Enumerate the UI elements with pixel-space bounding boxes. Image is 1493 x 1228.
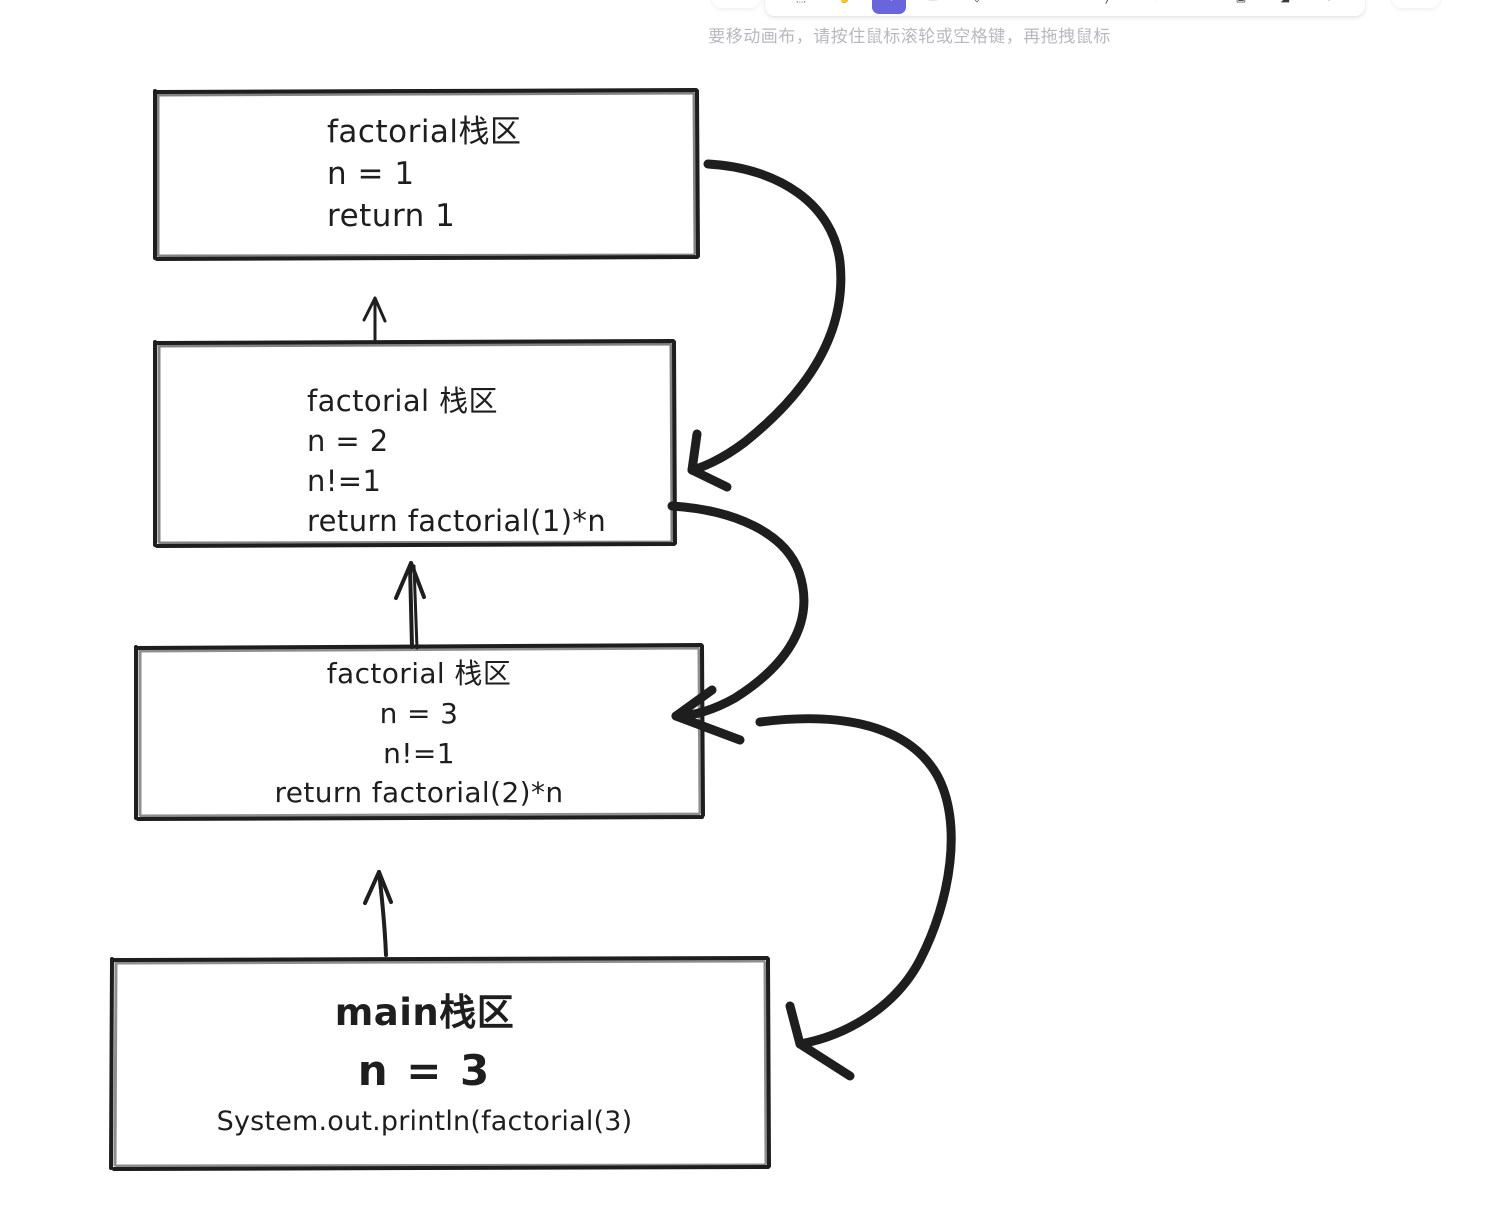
call-arrow-n3-to-n2[interactable] bbox=[394, 561, 426, 650]
menu-panel[interactable] bbox=[712, 0, 760, 8]
library-panel[interactable] bbox=[1392, 0, 1440, 8]
return-arrow-n1-to-n2[interactable] bbox=[687, 159, 846, 492]
tool-palette[interactable]: ⬚ ✋ ↖ ▭ ◇ ○ → ╱ ✎ A ▣ ◢ ▾ bbox=[765, 0, 1365, 16]
selection-icon[interactable]: ↖ bbox=[872, 0, 906, 14]
diamond-icon[interactable]: ◇ bbox=[960, 0, 994, 14]
ellipse-icon[interactable]: ○ bbox=[1004, 0, 1038, 14]
box-outline-shape bbox=[134, 643, 705, 821]
call-arrow-n2-to-n1[interactable] bbox=[362, 296, 387, 343]
stack-frame-factorial-n1[interactable]: factorial栈区 n = 1 return 1 bbox=[152, 88, 700, 261]
stack-frame-main[interactable]: main栈区 n = 3 System.out.println(factoria… bbox=[108, 956, 771, 1171]
rectangle-icon[interactable]: ▭ bbox=[916, 0, 950, 14]
canvas-pan-hint: 要移动画布，请按住鼠标滚轮或空格键，再拖拽鼠标 bbox=[0, 22, 1493, 47]
return-arrow-n3-to-main[interactable] bbox=[755, 714, 956, 1081]
stack-frame-factorial-n3[interactable]: factorial 栈区 n = 3 n!=1 return factorial… bbox=[133, 643, 705, 821]
more-tools-icon[interactable]: ▾ bbox=[1312, 0, 1346, 14]
line-icon[interactable]: ╱ bbox=[1092, 0, 1126, 14]
box-outline-shape bbox=[109, 956, 771, 1171]
arrow-icon[interactable]: → bbox=[1048, 0, 1082, 14]
canvas-pan-hint-text: 要移动画布，请按住鼠标滚轮或空格键，再拖拽鼠标 bbox=[708, 27, 1111, 46]
stack-frame-factorial-n2[interactable]: factorial 栈区 n = 2 n!=1 return factorial… bbox=[152, 339, 677, 548]
call-arrow-main-to-n3[interactable] bbox=[363, 870, 393, 957]
box-outline-shape bbox=[153, 339, 677, 548]
box-outline-shape bbox=[153, 88, 700, 261]
eraser-icon[interactable]: ◢ bbox=[1268, 0, 1302, 14]
lock-icon[interactable]: ⬚ bbox=[784, 0, 818, 14]
text-icon[interactable]: A bbox=[1180, 0, 1214, 14]
hand-icon[interactable]: ✋ bbox=[828, 0, 862, 14]
draw-icon[interactable]: ✎ bbox=[1136, 0, 1170, 14]
image-icon[interactable]: ▣ bbox=[1224, 0, 1258, 14]
